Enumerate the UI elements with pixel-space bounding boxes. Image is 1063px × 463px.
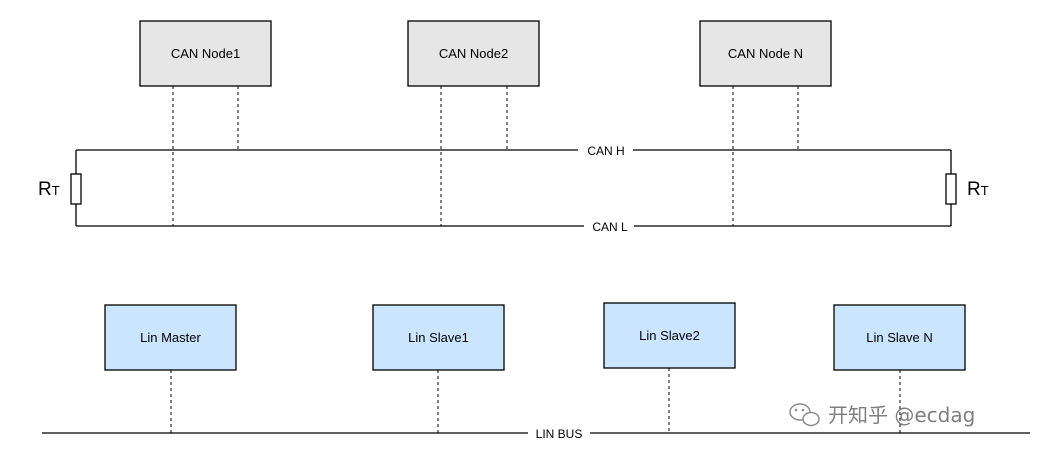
resistor-left	[70, 173, 82, 205]
lin-slave-n-node: Lin Slave N	[833, 304, 966, 433]
lin-slave-n-label: Lin Slave N	[866, 330, 932, 345]
can-node-n: CAN Node N	[699, 20, 832, 226]
can-h-bus: CAN H	[76, 144, 951, 158]
lin-bus-label: LIN BUS	[536, 427, 583, 441]
watermark-text: 开知乎 @ecdag	[828, 403, 975, 427]
wechat-icon	[789, 403, 820, 427]
terminator-left: RT	[38, 150, 82, 226]
can-h-label: CAN H	[587, 144, 624, 158]
rt-label-right: RT	[967, 179, 989, 200]
can-node-n-label: CAN Node N	[728, 46, 803, 61]
rt-label-left: RT	[38, 179, 60, 200]
can-node-1: CAN Node1	[139, 20, 272, 226]
can-node-1-label: CAN Node1	[171, 46, 240, 61]
resistor-right	[945, 173, 957, 205]
lin-bus: LIN BUS	[42, 427, 1030, 441]
lin-master-node: Lin Master	[104, 304, 237, 433]
can-node-2: CAN Node2	[407, 20, 540, 226]
can-l-bus: CAN L	[76, 220, 951, 234]
lin-slave-1-node: Lin Slave1	[372, 304, 505, 433]
can-node-2-label: CAN Node2	[439, 46, 508, 61]
terminator-right: RT	[945, 150, 989, 226]
lin-slave-2-label: Lin Slave2	[639, 328, 700, 343]
lin-slave-1-label: Lin Slave1	[408, 330, 469, 345]
can-l-label: CAN L	[592, 220, 628, 234]
watermark: 开知乎 @ecdag	[789, 403, 975, 427]
lin-master-label: Lin Master	[140, 330, 201, 345]
lin-slave-2-node: Lin Slave2	[603, 302, 736, 433]
